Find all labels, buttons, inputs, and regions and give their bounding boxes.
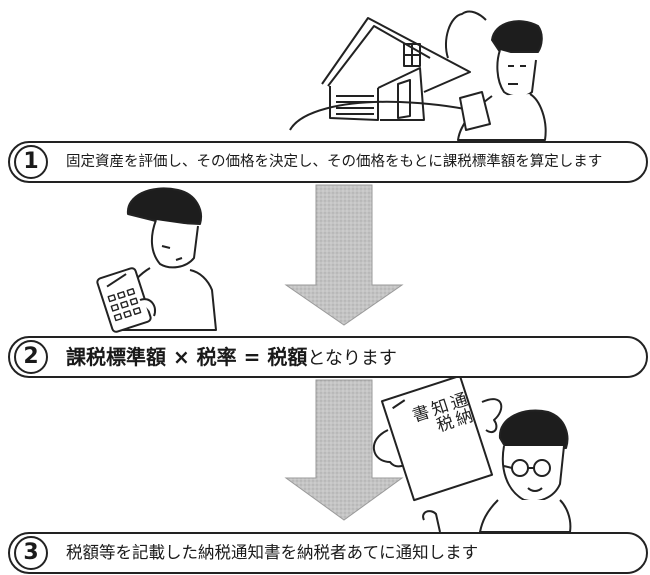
step-2-box: 2 課税標準額 × 税率 = 税額となります bbox=[8, 336, 648, 378]
tax-notice-illustration bbox=[372, 374, 503, 502]
step-3-box: 3 税額等を記載した納税通知書を納税者あてに通知します bbox=[8, 532, 648, 574]
step-1-number: 1 bbox=[14, 145, 48, 179]
calculator-man-illustration bbox=[96, 187, 217, 333]
step-1-text: 固定資産を評価し、その価格を決定し、その価格をもとに課税標準額を算定します bbox=[66, 154, 603, 170]
down-arrow-2 bbox=[284, 379, 404, 521]
step-1-box: 1 固定資産を評価し、その価格を決定し、その価格をもとに課税標準額を算定します bbox=[8, 141, 648, 183]
step-3-number: 3 bbox=[14, 536, 48, 570]
house-illustration bbox=[289, 10, 526, 131]
step-2-text: 課税標準額 × 税率 = 税額となります bbox=[66, 338, 397, 376]
step-2-number: 2 bbox=[14, 340, 48, 374]
glasses-man-illustration bbox=[422, 409, 572, 533]
step-2-suffix: となります bbox=[307, 348, 397, 369]
down-arrow-1 bbox=[284, 184, 404, 326]
step-2-formula: 課税標準額 × 税率 = 税額 bbox=[66, 345, 308, 369]
step-3-text: 税額等を記載した納税通知書を納税者あてに通知します bbox=[66, 543, 479, 562]
inspector-man-illustration bbox=[457, 20, 547, 141]
